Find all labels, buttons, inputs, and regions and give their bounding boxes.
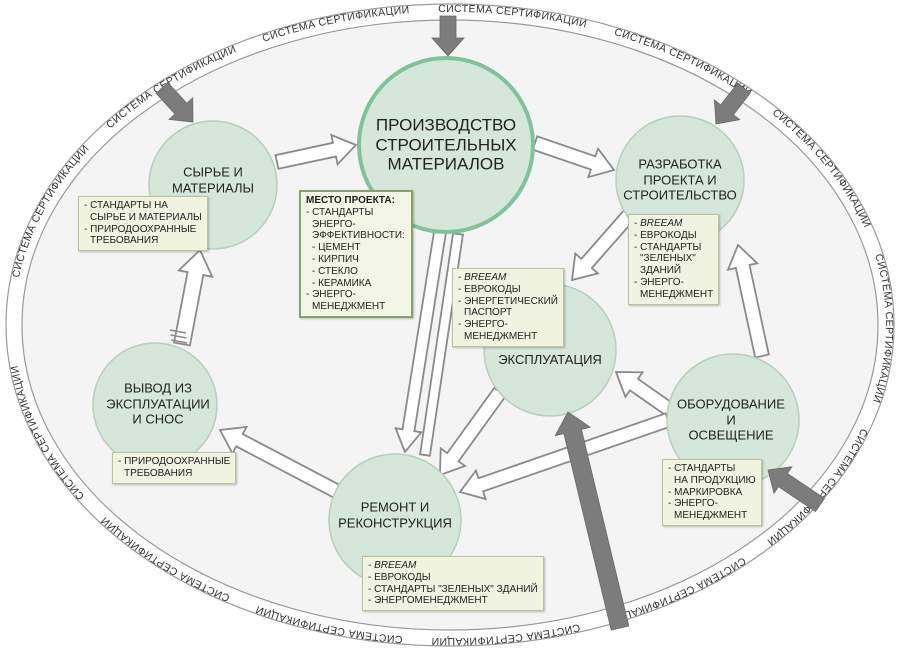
arrow-exploitation-to-repair [439,386,507,477]
node-equipment-label: ОБОРУДОВАНИЕ И ОСВЕЩЕНИЕ [677,396,785,443]
hollow-arrows [169,133,770,501]
arrow-raw-to-production [274,133,358,170]
cert-arrow-lower-right [767,466,826,513]
node-repair-label: РЕМОНТ И РЕКОНСТРУКЦИЯ [338,499,452,530]
arrow-equipment-to-design [726,243,770,359]
arrow-production-to-repair-left [394,230,447,454]
note-design: - BREEAM - ЕВРОКОДЫ - СТАНДАРТЫ "ЗЕЛЕНЫХ… [628,214,720,305]
note-raw: - СТАНДАРТЫ НА СЫРЬЕ И МАТЕРИАЛЫ - ПРИРО… [78,196,208,252]
note-equipment: - СТАНДАРТЫ НА ПРОДУКЦИЮ - МАРКИРОВКА - … [662,459,762,526]
note-exploitation: - BREEAM - ЕВРОКОДЫ - ЭНЕРГЕТИЧЕСКИЙ ПАС… [452,268,564,347]
cert-arrow-bottom [554,411,630,631]
arrow-equipment-to-repair [458,412,672,501]
certification-input-arrows [155,15,826,631]
node-production-circle [357,56,535,234]
arrow-decommission-to-raw-stripe [170,334,187,339]
node-production-label: ПРОИЗВОДСТВО СТРОИТЕЛЬНЫХ МАТЕРИАЛОВ [375,115,517,174]
certification-ring-outer [5,3,895,647]
node-decommission-label: ВЫВОД ИЗ ЭКСПЛУАТАЦИИ И СНОС [106,380,210,427]
node-design-label: РАЗРАБОТКА ПРОЕКТА И СТРОИТЕЛЬСТВО [623,156,737,203]
arrow-repair-to-decommission [218,425,343,500]
arrow-decommission-to-raw-stripe [169,329,187,334]
node-exploitation-label: ЭКСПЛУАТАЦИЯ [498,352,602,368]
cert-arrow-upper-left [155,82,194,123]
note-repair: - BREEAM - ЕВРОКОДЫ - СТАНДАРТЫ "ЗЕЛЕНЫХ… [362,556,544,612]
node-raw-label: СЫРЬЕ И МАТЕРИАЛЫ [171,164,255,195]
note-decommission: - ПРИРОДООХРАННЫЕ ТРЕБОВАНИЯ [112,452,237,484]
arrow-decommission-to-raw-stripe [171,339,188,344]
arrow-production-to-design [531,135,616,179]
cert-arrow-upper-right [713,82,751,125]
cert-arrow-top [431,15,465,57]
note-site: МЕСТО ПРОЕКТА: - СТАНДАРТЫ ЭНЕРГО- ЭФФЕК… [299,190,413,318]
